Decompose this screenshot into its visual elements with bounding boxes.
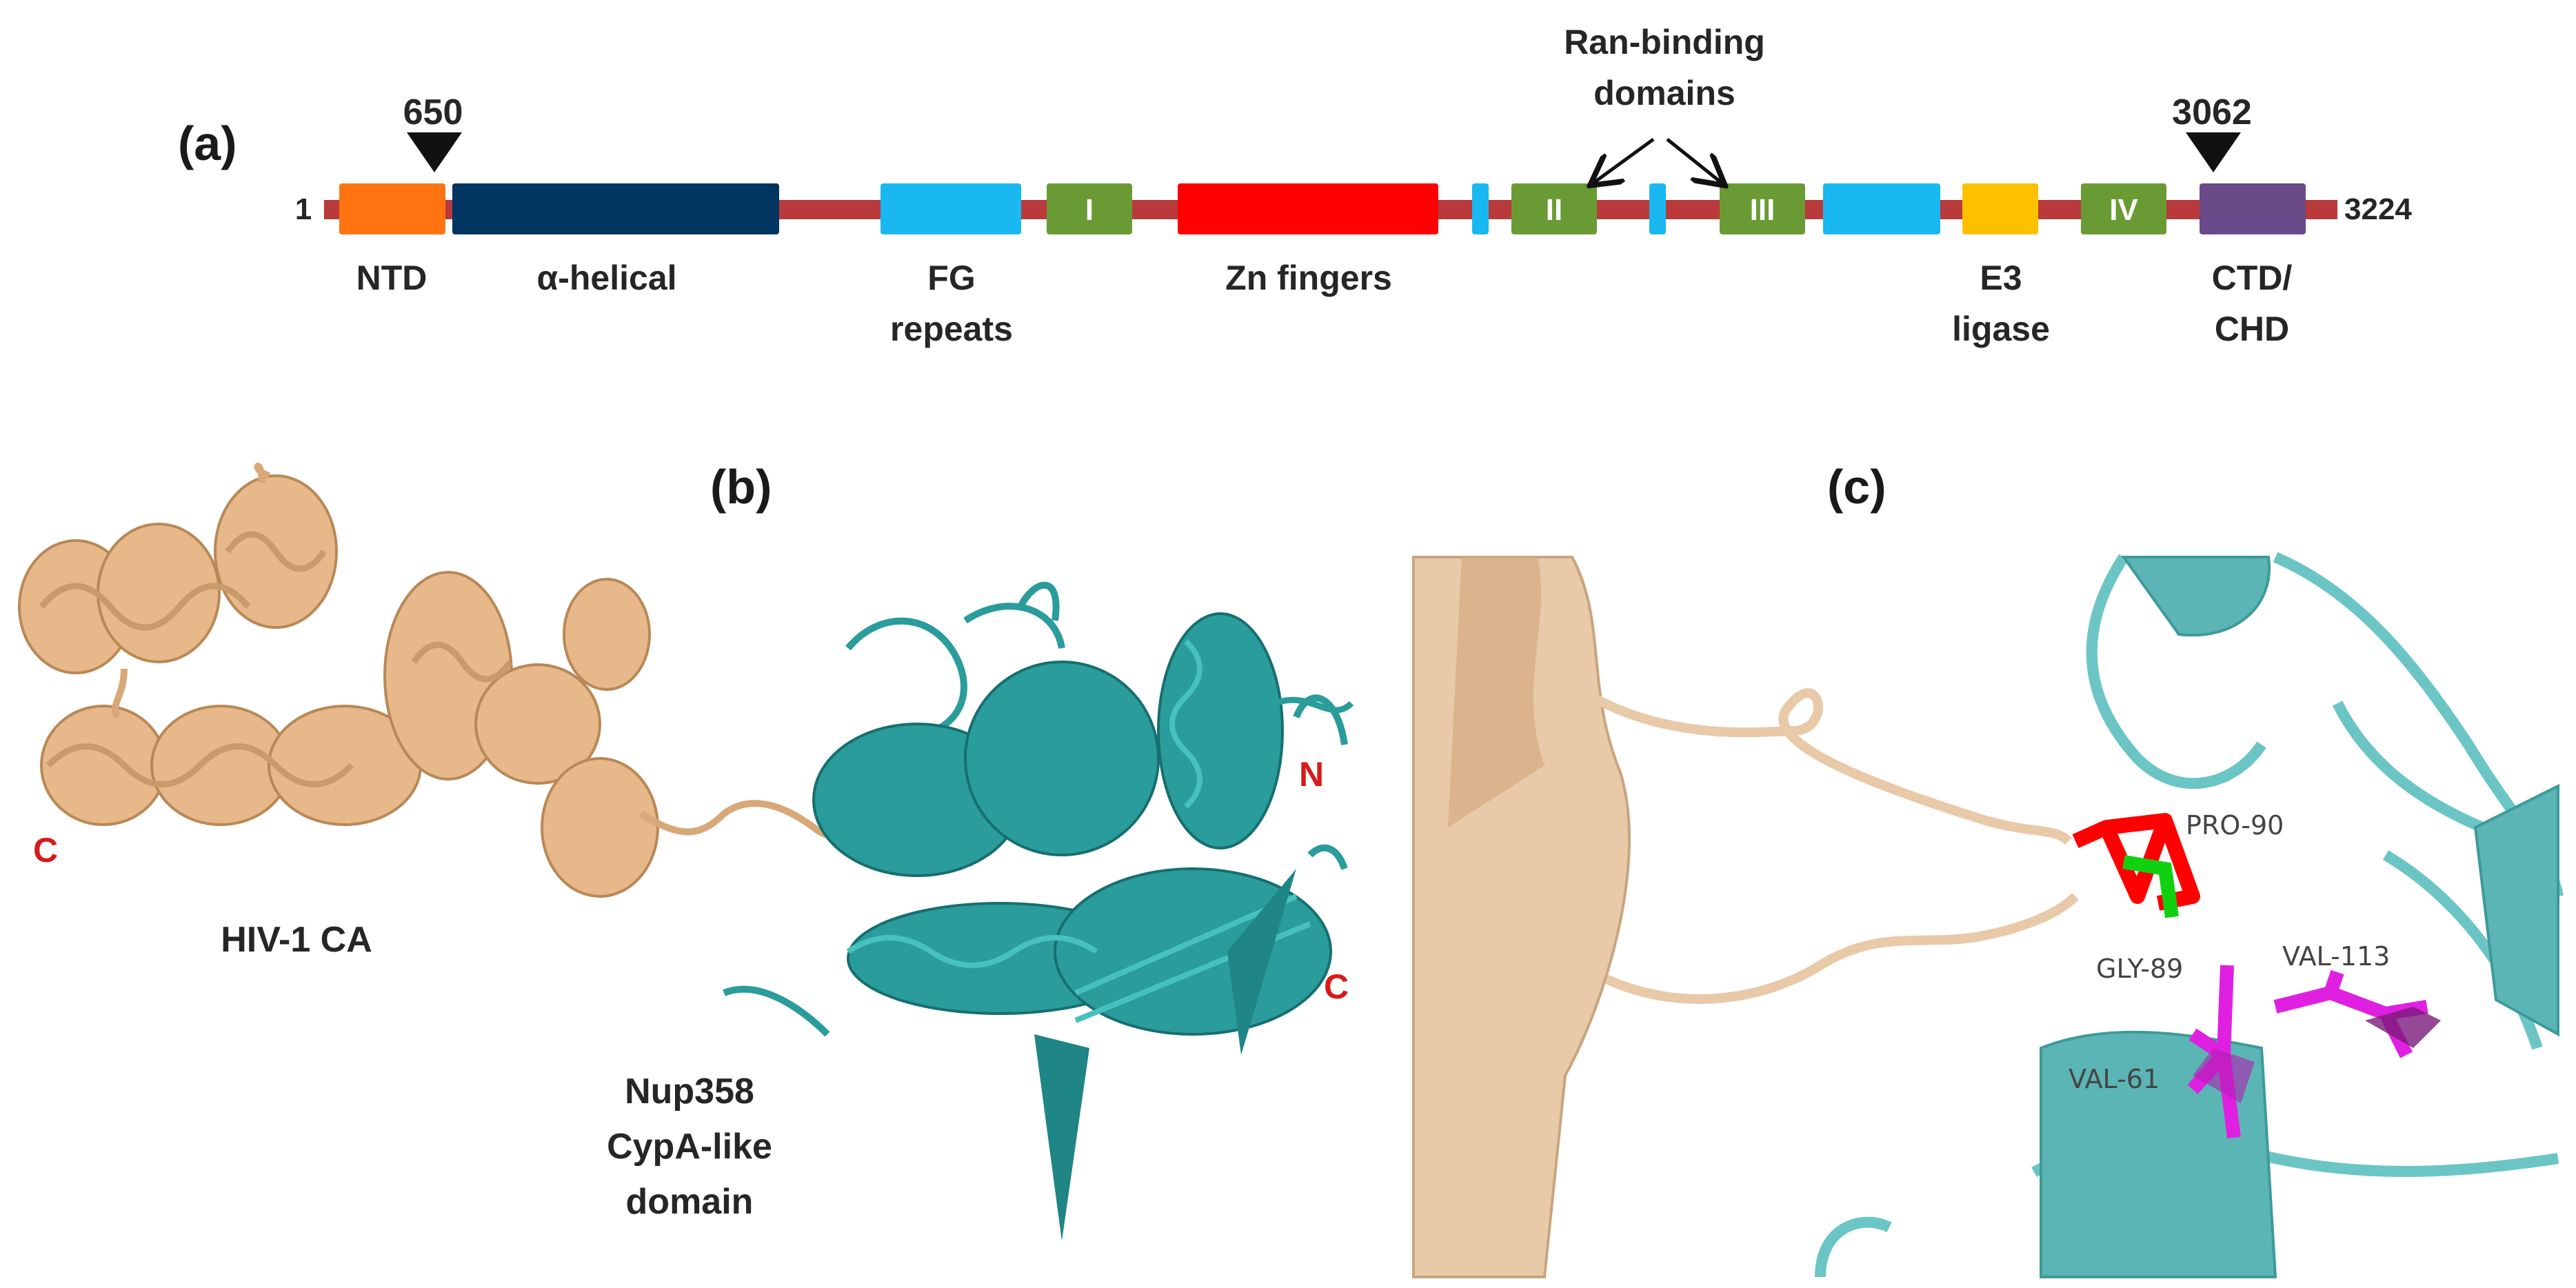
marker-650-triangle — [407, 132, 462, 172]
domain-ntd — [339, 183, 445, 234]
label-ntd: NTD — [356, 259, 427, 297]
nup-bottom-strand — [1034, 1034, 1089, 1241]
label-val113: VAL-113 — [2282, 941, 2390, 972]
domain-ranbd-1 — [1047, 183, 1132, 234]
zoom-nup-sheet-2 — [2473, 783, 2559, 1037]
domain-ctd-chd — [2200, 183, 2306, 234]
ranbd-arrow-left — [1593, 137, 1655, 183]
zoom-view: PRO-90 GLY-89 VAL-113 VAL-61 — [1412, 552, 2564, 1278]
panel-a-label: (a) — [178, 117, 237, 170]
nup-label-line3: domain — [626, 1182, 754, 1222]
nup-core-2 — [964, 661, 1160, 856]
panel-b-label: (b) — [710, 460, 772, 514]
label-zn-fingers: Zn fingers — [1225, 259, 1392, 297]
zoom-ca-loop-1 — [1576, 685, 2072, 845]
panel-a: (a) 1 3224 I II III IV 650 3062 Ran-bind… — [178, 23, 2412, 348]
domain-e3-ligase — [1962, 183, 2038, 234]
label-ctd-1: CTD/ — [2212, 259, 2293, 297]
ca-helix-turns — [39, 531, 513, 787]
nup-n-tail — [1274, 696, 1354, 714]
ranbd-1-numeral: I — [1085, 193, 1094, 227]
ranbd-4-numeral: IV — [2109, 193, 2138, 227]
val61-shadow — [2193, 1048, 2255, 1103]
start-residue-label: 1 — [295, 192, 312, 226]
zoom-nup-helix — [2121, 556, 2271, 637]
ranbd-callout-line1: Ran-binding — [1564, 23, 1765, 61]
domain-fg-small-2 — [1649, 183, 1666, 234]
ranbd-3-numeral: III — [1750, 193, 1775, 227]
label-fg-1: FG — [927, 259, 975, 297]
ca-name-label: HIV-1 CA — [221, 920, 372, 960]
zoom-ca-helix-shade — [1448, 557, 1544, 827]
domain-zn-fingers — [1178, 183, 1438, 234]
ca-top-loop — [254, 463, 270, 483]
ca-helix-8 — [474, 663, 601, 785]
nup358-structure — [723, 581, 1354, 1241]
zoom-nup-sheet — [2040, 1030, 2277, 1278]
panel-c: (c) — [1412, 460, 2564, 1278]
ca-helix-10 — [563, 578, 651, 691]
label-gly89: GLY-89 — [2096, 954, 2183, 984]
domain-blocks — [339, 183, 2306, 234]
hiv-ca-structure — [18, 463, 858, 898]
label-e3-2: ligase — [1952, 310, 2050, 348]
marker-3062-label: 3062 — [2172, 92, 2252, 132]
label-e3-1: E3 — [1980, 259, 2022, 297]
label-ctd-2: CHD — [2215, 310, 2289, 348]
ca-helix-4 — [40, 705, 167, 826]
end-residue-label: 3224 — [2344, 192, 2412, 226]
marker-650-label: 650 — [403, 92, 463, 132]
ranbd-2-numeral: II — [1546, 193, 1562, 227]
zoom-ca-loop-2 — [1604, 892, 2079, 1004]
label-pro90: PRO-90 — [2186, 810, 2284, 841]
domain-ranbd-3 — [1720, 183, 1805, 234]
gly89-sticks — [2122, 855, 2179, 918]
domain-helical — [452, 183, 779, 234]
ca-loop-1 — [112, 668, 128, 719]
panel-b: (b) C — [18, 460, 1354, 1241]
domain-fg-repeats — [881, 183, 1021, 234]
nup-label-line2: CypA-like — [607, 1127, 772, 1167]
domain-fg-repeats-2 — [1823, 183, 1940, 234]
val113-shadow — [2365, 1007, 2441, 1048]
domain-ranbd-4 — [2081, 183, 2166, 234]
ranbd-arrow-right — [1666, 138, 1722, 183]
nup-helix-1 — [1157, 612, 1284, 849]
ranbd-callout-line2: domains — [1593, 74, 1735, 112]
label-helical: α-helical — [536, 259, 676, 297]
nup-sheet-tail — [1227, 869, 1296, 1055]
ca-helix-2 — [97, 523, 221, 663]
ca-helix-9 — [541, 757, 659, 898]
pro90-sticks — [2072, 813, 2200, 911]
panel-c-label: (c) — [1827, 460, 1886, 514]
nup-n-terminus: N — [1299, 755, 1324, 794]
nup-label-line1: Nup358 — [625, 1071, 754, 1111]
nup-c-terminus: C — [1324, 967, 1349, 1006]
label-fg-2: repeats — [890, 310, 1013, 348]
ca-c-terminus: C — [33, 831, 58, 869]
marker-3062-triangle — [2186, 132, 2241, 172]
label-val61: VAL-61 — [2069, 1064, 2160, 1094]
domain-ranbd-2 — [1511, 183, 1597, 234]
domain-fg-small-1 — [1472, 183, 1489, 234]
